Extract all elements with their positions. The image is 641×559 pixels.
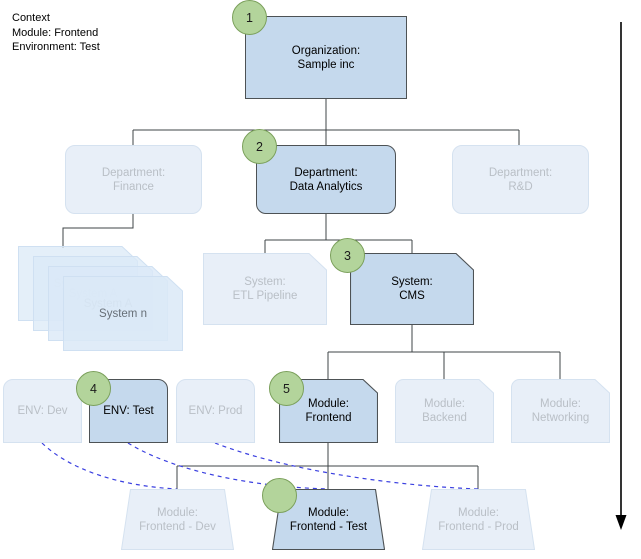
node-label: System: CMS	[391, 276, 433, 302]
node-label: ENV: Test	[103, 405, 154, 417]
stack-label-4: System n	[99, 307, 147, 320]
badge-label: 4	[90, 381, 97, 396]
node-label: Department: R&D	[488, 166, 553, 193]
node-label: ENV: Prod	[188, 405, 243, 417]
node-env-test[interactable]: ENV: Test	[89, 379, 168, 443]
badge-1[interactable]: 1	[232, 0, 267, 35]
node-env-prod[interactable]: ENV: Prod	[176, 379, 255, 443]
node-system-cms[interactable]: System: CMS	[350, 253, 474, 325]
badge-6[interactable]	[262, 478, 297, 513]
trapezoid-shape	[422, 489, 535, 550]
trapezoid-shape	[121, 489, 234, 550]
node-label: Department: Finance	[101, 166, 166, 193]
badge-2[interactable]: 2	[242, 129, 277, 164]
badge-3[interactable]: 3	[330, 238, 365, 273]
node-system-stack[interactable]: System A System A System A System n	[18, 246, 183, 351]
context-line-2: Module: Frontend	[12, 26, 99, 39]
node-label: Module: Frontend - Test	[289, 506, 368, 533]
node-module-frontend[interactable]: Module: Frontend	[279, 379, 378, 443]
module-shape	[511, 379, 610, 443]
badge-label: 1	[246, 10, 253, 25]
badge-label: 2	[256, 139, 263, 154]
badge-4[interactable]: 4	[76, 371, 111, 406]
context-caption: Context Module: Frontend Environment: Te…	[12, 11, 100, 55]
node-module-networking[interactable]: Module: Networking	[511, 379, 610, 443]
badge-label: 3	[344, 248, 351, 263]
node-module-backend[interactable]: Module: Backend	[395, 379, 494, 443]
node-department-finance[interactable]: Department: Finance	[65, 145, 202, 214]
badge-5[interactable]: 5	[269, 371, 304, 406]
node-label: Module: Backend	[422, 398, 467, 424]
module-shape	[395, 379, 494, 443]
context-line-3: Environment: Test	[12, 41, 100, 53]
node-label: Module: Frontend - Prod	[438, 506, 519, 533]
node-label: Module: Frontend	[305, 398, 352, 424]
node-system-etl[interactable]: System: ETL Pipeline	[203, 253, 327, 325]
cut-corner-shape	[203, 253, 327, 325]
node-label: ENV: Dev	[17, 405, 68, 417]
flow-arrow	[615, 22, 627, 530]
node-department-data-analytics[interactable]: Department: Data Analytics	[256, 145, 396, 214]
trapezoid-shape	[272, 489, 385, 550]
badge-label: 5	[283, 381, 290, 396]
node-label: Organization: Sample inc	[291, 44, 361, 71]
node-department-rnd[interactable]: Department: R&D	[452, 145, 589, 214]
node-frontend-test[interactable]: Module: Frontend - Test	[272, 489, 385, 550]
context-line-1: Context	[12, 12, 50, 24]
node-label: Module: Frontend - Dev	[139, 506, 216, 533]
node-frontend-dev[interactable]: Module: Frontend - Dev	[121, 489, 234, 550]
stack-layer-4: System n	[63, 276, 183, 351]
node-label: System: ETL Pipeline	[232, 276, 298, 302]
node-frontend-prod[interactable]: Module: Frontend - Prod	[422, 489, 535, 550]
cut-corner-shape	[350, 253, 474, 325]
node-label: Module: Networking	[531, 398, 590, 424]
node-organization[interactable]: Organization: Sample inc	[245, 16, 407, 99]
node-env-dev[interactable]: ENV: Dev	[3, 379, 82, 443]
node-label: Department: Data Analytics	[289, 166, 363, 193]
